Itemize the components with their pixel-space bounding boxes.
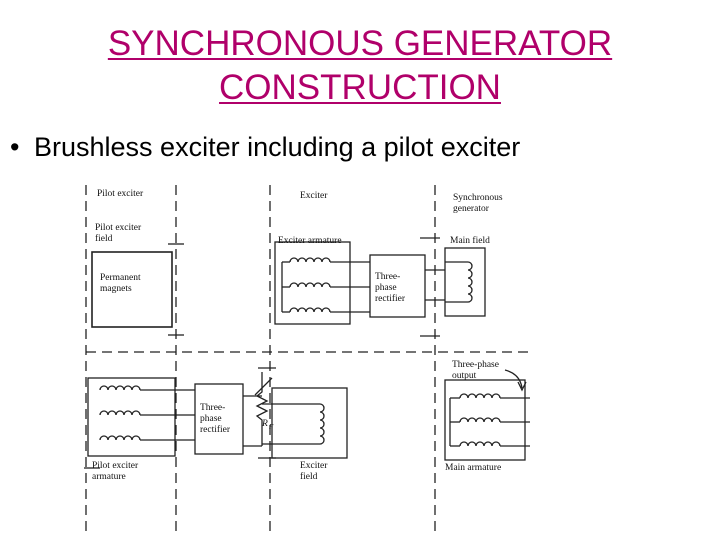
label-pilot-exciter: Pilot exciter (97, 189, 144, 199)
label-exciter: Exciter (300, 191, 328, 201)
exciter-armature-box (274, 241, 351, 325)
label-pilot-exciter-armature-2: armature (92, 472, 126, 482)
label-pilot-exciter-field-2: field (95, 233, 113, 244)
label-rect-top-1: Three- (375, 272, 400, 282)
permanent-magnet-box (91, 251, 173, 328)
label-sync-gen-2: generator (453, 204, 490, 214)
label-three-phase-output-2: output (452, 371, 477, 381)
pilot-armature-box (87, 377, 176, 457)
label-rect-bottom-3: rectifier (200, 424, 231, 435)
label-exciter-armature: Exciter armature (278, 236, 342, 246)
label-rect-top-3: rectifier (375, 293, 406, 304)
label-rf: R (261, 419, 268, 429)
label-permanent-magnets-1: Permanent (100, 273, 141, 283)
label-three-phase-output-1: Three-phase (452, 360, 499, 370)
label-sync-gen-1: Synchronous (453, 193, 503, 203)
main-armature-box (444, 379, 526, 461)
title-line-1: SYNCHRONOUS GENERATOR (107, 24, 613, 63)
label-rect-bottom-2: phase (200, 414, 222, 424)
label-exciter-field-1: Exciter (300, 461, 328, 471)
label-pilot-exciter-field-1: Pilot exciter (95, 223, 142, 233)
label-rect-top-2: phase (375, 283, 397, 293)
rectifier-bottom-box (194, 383, 244, 455)
output-arrow (504, 369, 523, 389)
exciter-field-box (271, 387, 348, 459)
label-main-field: Main field (450, 235, 490, 246)
label-rect-bottom-1: Three- (200, 403, 225, 413)
bullet-icon: • (10, 132, 20, 162)
slide-title: SYNCHRONOUS GENERATOR CONSTRUCTION (0, 22, 720, 110)
bullet-text: Brushless exciter including a pilot exci… (34, 132, 521, 162)
label-main-armature: Main armature (445, 463, 501, 473)
label-pilot-exciter-armature-1: Pilot exciter (92, 461, 139, 471)
label-rf-subscript: F (268, 423, 274, 431)
label-permanent-magnets-2: magnets (100, 284, 132, 294)
rectifier-top-box (369, 254, 426, 318)
main-field-box (444, 247, 486, 317)
bullet-item: • Brushless exciter including a pilot exc… (10, 132, 520, 163)
rf-resistor (255, 382, 269, 446)
label-exciter-field-2: field (300, 471, 318, 482)
title-line-2: CONSTRUCTION (219, 68, 501, 107)
